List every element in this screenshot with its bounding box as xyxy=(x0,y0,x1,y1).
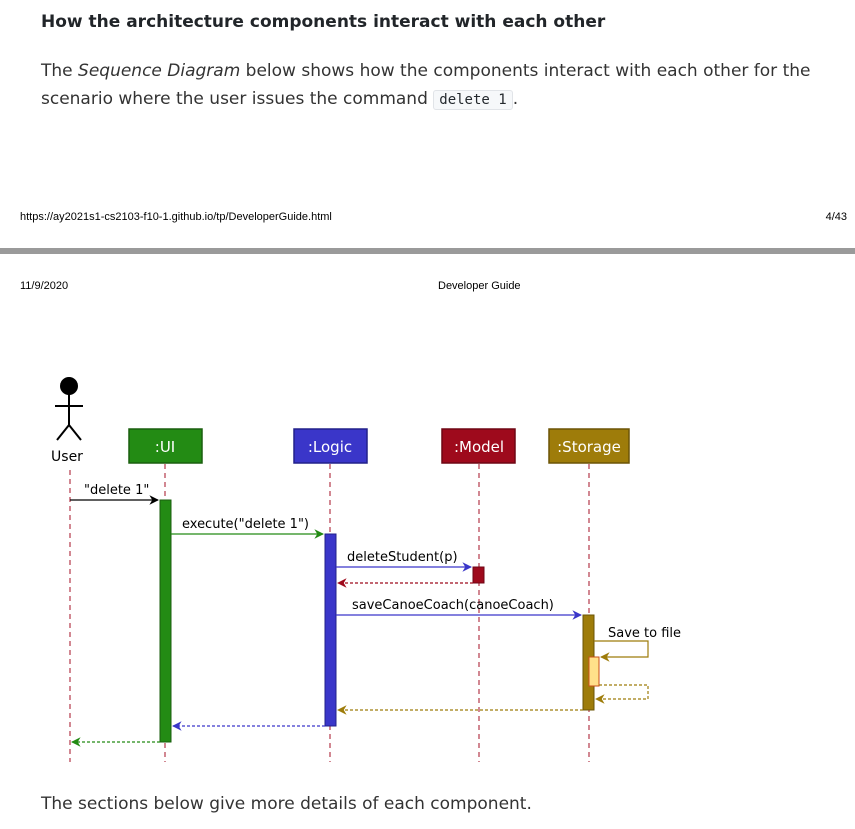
activation-storage-self xyxy=(588,656,600,687)
activation-model xyxy=(472,566,485,584)
message-deletestudent-label: deleteStudent(p) xyxy=(347,550,458,565)
actor-label: User xyxy=(51,449,83,465)
print-header-date: 11/9/2020 xyxy=(20,280,69,292)
inline-code: delete 1 xyxy=(433,90,513,110)
message-delete-label: "delete 1" xyxy=(84,483,149,498)
participant-logic-label: :Logic xyxy=(308,438,352,456)
self-return-arrow xyxy=(595,684,649,704)
participant-storage-label: :Storage xyxy=(557,438,621,456)
message-execute-label: execute("delete 1") xyxy=(182,517,309,532)
participant-storage-box xyxy=(548,428,630,464)
message-save-label: saveCanoeCoach(canoeCoach) xyxy=(352,598,554,613)
print-footer-page-number: 4/43 xyxy=(825,211,847,223)
intro-text-middle: below shows how the components interact … xyxy=(41,61,811,109)
section-heading: How the architecture components interact… xyxy=(41,12,606,32)
intro-text-start: The xyxy=(41,61,79,81)
outro-paragraph: The sections below give more details of … xyxy=(41,794,532,814)
participant-ui-box xyxy=(128,428,203,464)
intro-emphasis: Sequence Diagram xyxy=(78,61,241,81)
print-footer-url: https://ay2021s1-cs2103-f10-1.github.io/… xyxy=(20,211,332,223)
participant-logic-box xyxy=(293,428,368,464)
participant-model-label: :Model xyxy=(454,438,504,456)
user-actor-icon xyxy=(55,377,83,441)
self-call-arrow xyxy=(594,640,649,662)
self-call-label: Save to file xyxy=(608,626,681,641)
participant-model-box xyxy=(441,428,516,464)
activation-ui xyxy=(159,499,172,743)
print-header-title: Developer Guide xyxy=(438,280,521,292)
intro-paragraph: The Sequence Diagram below shows how the… xyxy=(41,57,821,114)
intro-text-end: . xyxy=(512,89,519,109)
page-break-divider xyxy=(0,248,855,254)
participant-ui-label: :UI xyxy=(155,438,175,456)
activation-logic xyxy=(324,533,337,727)
